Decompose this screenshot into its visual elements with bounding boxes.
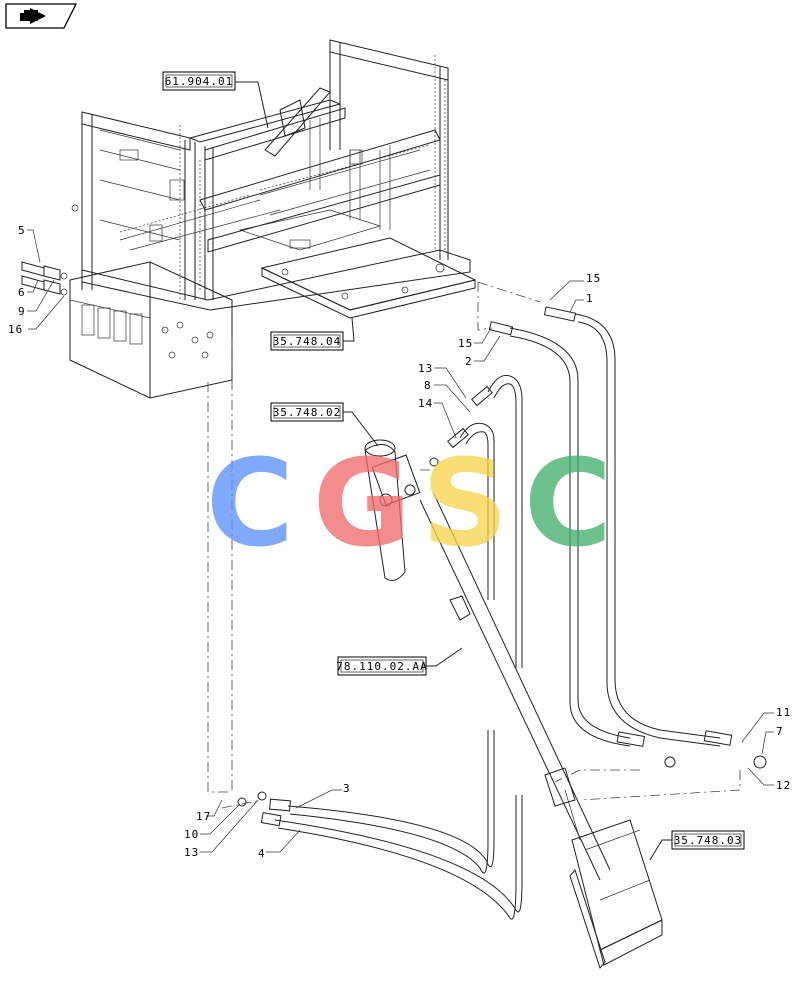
callout-text: 61.904.01	[165, 75, 234, 88]
callout-text: 35.748.02	[273, 406, 342, 419]
callout-text: 35.748.03	[674, 834, 743, 847]
part-labels: 5 6 9 16 15 1 15 2 13 8 14 11 7 12 3 17 …	[8, 224, 791, 860]
watermark-letter: C	[206, 435, 294, 574]
callout-35-748-03[interactable]: 35.748.03	[649, 830, 745, 861]
part-number: 3	[343, 782, 351, 795]
left-couplers	[21, 261, 68, 296]
callout-61-904-01[interactable]: 61.904.01	[162, 71, 269, 129]
watermark-letter: C	[524, 435, 612, 574]
callout-35-748-04[interactable]: 35.748.04	[270, 317, 355, 351]
callout-text: 78.110.02.AA	[336, 660, 427, 673]
part-number: 17	[196, 810, 211, 823]
back-button[interactable]	[5, 3, 78, 29]
part-number: 5	[18, 224, 26, 237]
part-number: 16	[8, 323, 23, 336]
part-number: 14	[418, 397, 433, 410]
part-number: 4	[258, 847, 266, 860]
part-number: 15	[458, 337, 473, 350]
part-number: 7	[776, 725, 784, 738]
part-number: 10	[184, 828, 199, 841]
drive-shaft	[419, 493, 611, 881]
callout-35-748-02[interactable]: 35.748.02	[270, 402, 379, 447]
valve-block	[69, 261, 233, 399]
frame-assembly	[71, 39, 471, 311]
watermark: C G S C	[206, 435, 612, 574]
callout-78-110-02-aa[interactable]: 78.110.02.AA	[336, 647, 463, 676]
part-number: 13	[184, 846, 199, 859]
lower-bracket	[544, 767, 663, 970]
part-number: 15	[586, 272, 601, 285]
hoses	[237, 306, 767, 920]
part-number: 9	[18, 305, 26, 318]
part-number: 2	[465, 355, 473, 368]
back-arrow-icon	[20, 8, 46, 24]
watermark-letter: G	[313, 435, 412, 574]
part-number: 6	[18, 286, 26, 299]
mounting-plate	[260, 237, 477, 319]
part-number: 1	[586, 292, 594, 305]
watermark-letter: S	[422, 435, 508, 574]
part-number: 8	[424, 379, 432, 392]
part-number: 12	[776, 779, 791, 792]
part-number: 11	[776, 706, 791, 719]
connection-lines	[207, 281, 741, 809]
part-number: 13	[418, 362, 433, 375]
callout-text: 35.748.04	[273, 335, 342, 348]
